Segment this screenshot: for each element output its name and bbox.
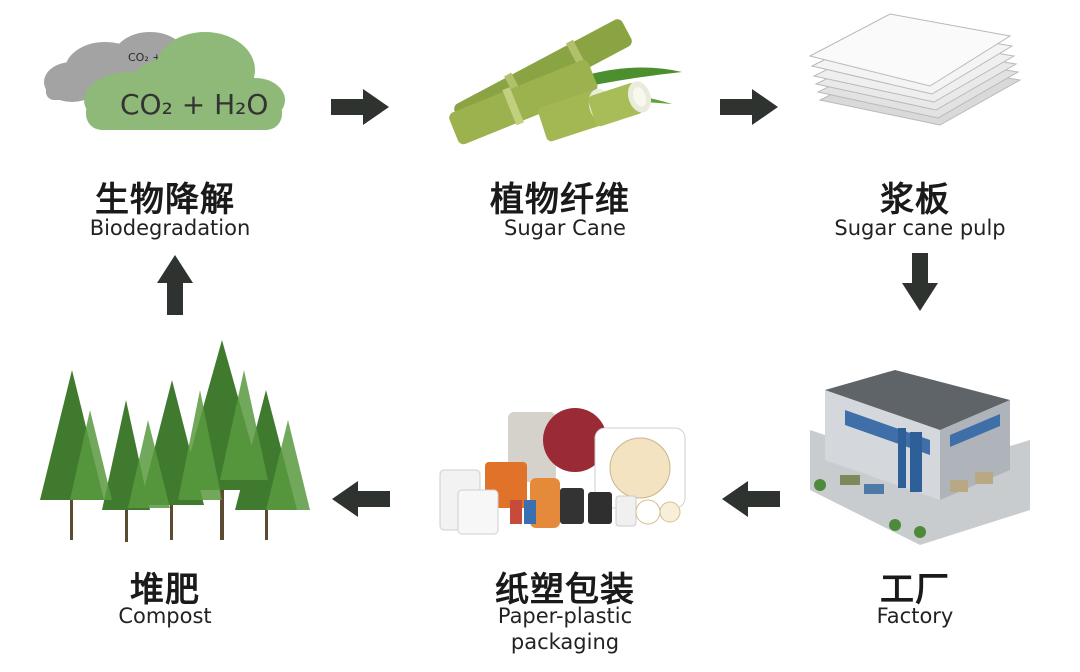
stage-factory: 工厂 Factory — [800, 360, 1040, 660]
arrow-left-icon — [722, 481, 780, 517]
factory-illustration — [810, 370, 1030, 545]
stage-sugar-cane-en: Sugar Cane — [504, 216, 626, 240]
stage-compost: 堆肥 Compost — [30, 330, 320, 660]
packaging-products-illustration — [439, 408, 686, 535]
formula-main: CO₂ + H₂O — [120, 88, 268, 121]
stage-factory-en: Factory — [876, 604, 954, 628]
arrow-down-icon — [902, 253, 938, 311]
arrow-right-icon — [720, 89, 778, 125]
stage-packaging: 纸塑包装 Paper-plastic packaging — [430, 400, 700, 670]
stage-packaging-cn: 纸塑包装 — [495, 570, 635, 610]
cloud-illustration: CO₂ + H CO₂ + H₂O — [44, 32, 285, 130]
stage-pulp-cn: 浆板 — [880, 180, 950, 220]
sugar-cane-illustration — [449, 19, 682, 145]
stage-sugar-cane-cn: 植物纤维 — [490, 180, 630, 220]
arrow-right-icon — [331, 89, 389, 125]
stage-packaging-en-line1: Paper-plastic — [497, 604, 633, 628]
stage-packaging-en-line2: packaging — [510, 630, 620, 654]
stage-pulp: 浆板 Sugar cane pulp — [800, 0, 1040, 260]
pulp-sheets-illustration — [808, 13, 1022, 126]
stage-compost-cn: 堆肥 — [130, 570, 200, 610]
stage-factory-cn: 工厂 — [880, 570, 950, 610]
arrow-up-icon — [157, 255, 193, 315]
trees-illustration — [40, 340, 310, 542]
arrow-left-icon — [332, 481, 390, 517]
stage-biodegradation-cn: 生物降解 — [95, 180, 235, 220]
stage-biodegradation: CO₂ + H CO₂ + H₂O 生物降解 Biodegradation — [0, 0, 330, 260]
stage-sugar-cane: 植物纤维 Sugar Cane — [420, 0, 700, 260]
stage-pulp-en: Sugar cane pulp — [834, 216, 1006, 240]
stage-biodegradation-en: Biodegradation — [89, 216, 251, 240]
stage-compost-en: Compost — [118, 604, 212, 628]
